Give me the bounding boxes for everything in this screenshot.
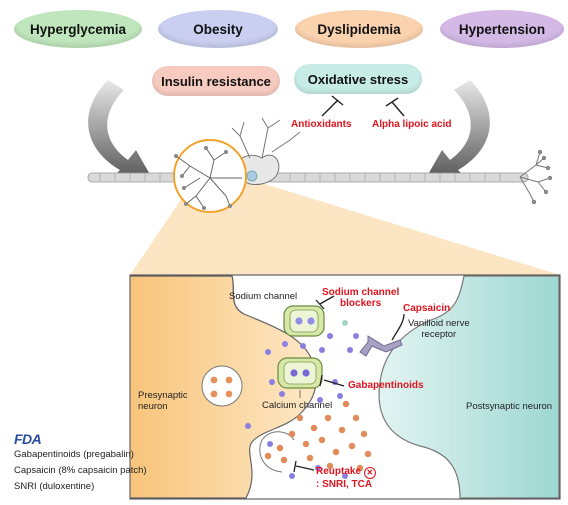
sodium-channel [283,305,325,337]
mechanism-oxidative-stress: Oxidative stress [294,64,422,94]
risk-factor-dyslipidemia: Dyslipidemia [295,10,423,48]
fda-approved-item: Capsaicin (8% capsaicin patch) [14,465,147,476]
risk-factor-obesity: Obesity [158,10,278,48]
fda-approved-item: SNRI (duloxentine) [14,481,95,492]
alpha-lipoic-inhibition-line [385,97,405,117]
mechanism-insulin-resistance: Insulin resistance [152,66,280,96]
right-curved-arrow [426,80,490,178]
postsynaptic-neuron-label: Postsynaptic neuron [466,401,553,412]
reuptake-blocked-icon: ✕ [363,467,376,479]
sodium-channel-blockers-label: Sodium channel blockers [322,287,400,309]
calcium-channel [277,357,323,389]
alpha-lipoic-acid-label: Alpha lipoic acid [372,119,452,130]
sodium-blocker-inhibition [315,295,335,310]
gabapentinoids-label: Gabapentinoids [348,380,424,391]
neurotransmitters [264,400,372,472]
presynaptic-neuron-label: Presynaptic neuron [138,390,188,412]
antioxidants-label: Antioxidants [291,119,352,130]
ions [245,320,359,479]
synaptic-vesicle [201,365,243,407]
postsynaptic-neuron [378,275,560,499]
calcium-channel-label: Calcium channel [262,400,333,411]
capsaicin-pointer [391,313,405,341]
fda-logo: FDA [14,431,42,447]
reuptake-label: Reuptake ✕ : SNRI, TCA [316,466,376,491]
axon [87,172,529,183]
risk-factor-hyperglycemia: Hyperglycemia [14,10,142,48]
sodium-channel-label: Sodium channel [229,291,298,302]
reuptake-inhibition [293,460,315,473]
zoom-cone [130,178,560,275]
left-curved-arrow [88,80,152,178]
right-axon-terminal [519,149,553,205]
antioxidant-inhibition-line [321,95,344,117]
vanilloid-receptor [359,335,403,357]
vanilloid-receptor-label: Vanilloid nerve receptor [408,318,470,340]
zoom-circle [173,139,247,213]
fda-approved-item: Gabapentinoids (pregabalin) [14,449,134,460]
capsaicin-label: Capsaicin [403,303,451,314]
risk-factor-hypertension: Hypertension [440,10,564,48]
gabapentinoid-inhibition [319,374,345,387]
